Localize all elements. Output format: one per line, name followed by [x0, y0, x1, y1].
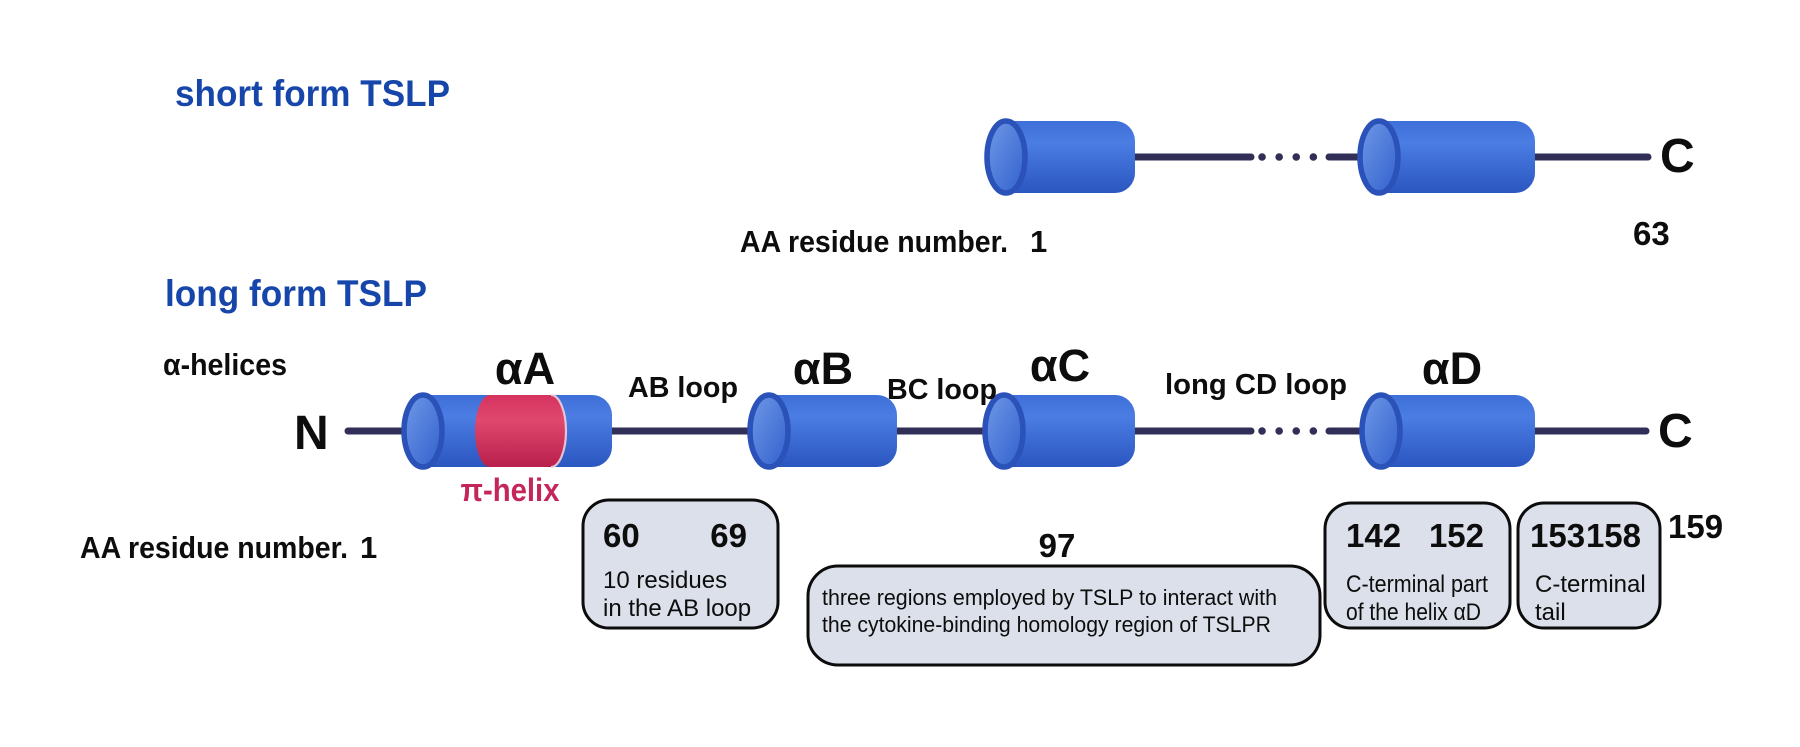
- annotation-text-line: tail: [1535, 599, 1566, 626]
- annotation-text-line: of the helix αD: [1346, 599, 1481, 626]
- helix-alpha-b-cylinder: [747, 392, 897, 470]
- long-form-end-residue-number: 159: [1668, 508, 1723, 545]
- pi-helix-label: π-helix: [461, 472, 560, 508]
- helix-cylinder-cap: [982, 392, 1026, 470]
- helix-cylinder-body: [1006, 121, 1135, 193]
- annotation-text-line: 10 residues: [603, 567, 727, 594]
- short-form-c-terminus-label: C: [1660, 130, 1695, 183]
- annotation-text-line: three regions employed by TSLP to intera…: [822, 585, 1277, 610]
- pi-helix-band: [475, 395, 566, 467]
- short-helix-1-cylinder: [984, 118, 1135, 196]
- helix-cylinder-cap: [1357, 118, 1401, 196]
- helix-d-end-residue: 152: [1429, 517, 1484, 554]
- long-form-section: long form TSLP α-helices N: [80, 273, 1723, 565]
- long-form-n-terminus-label: N: [294, 407, 329, 460]
- helix-cylinder-cap: [747, 392, 791, 470]
- short-form-end-residue-number: 63: [1633, 215, 1670, 252]
- helix-alpha-a-cylinder: [401, 392, 612, 470]
- interaction-annotation-box: 97 three regions employed by TSLP to int…: [806, 527, 1322, 667]
- helix-cylinder-body: [1004, 395, 1135, 467]
- short-form-title: short form TSLP: [175, 73, 450, 114]
- short-form-chain: [984, 118, 1652, 196]
- long-cd-loop-label: long CD loop: [1165, 369, 1347, 401]
- long-form-start-residue-number: 1: [360, 530, 377, 565]
- annotation-text-line: the cytokine-binding homology region of …: [822, 612, 1271, 637]
- short-form-section: short form TSLP C 63 AA residue number. …: [175, 73, 1695, 259]
- annotation-text-line: C-terminal part: [1346, 571, 1488, 598]
- annotation-text-line: C-terminal: [1535, 571, 1646, 598]
- short-form-residue-label: AA residue number.: [740, 224, 1008, 259]
- helix-cylinder-body: [1381, 395, 1535, 467]
- ab-loop-label: AB loop: [628, 372, 738, 404]
- helix-d-annotation-box: 142 152 C-terminal part of the helix αD: [1323, 501, 1512, 630]
- helix-alpha-c-cylinder: [982, 392, 1135, 470]
- annotation-box-outline: [1323, 501, 1512, 630]
- annotation-boxes: 60 69 10 residues in the AB loop 97 thre…: [581, 498, 1662, 667]
- helix-alpha-d-label: αD: [1422, 343, 1482, 394]
- ab-loop-annotation-box: 60 69 10 residues in the AB loop: [581, 498, 780, 630]
- long-form-title: long form TSLP: [165, 273, 427, 314]
- helix-alpha-c-label: αC: [1030, 340, 1090, 391]
- pi-helix-band-edge: [550, 393, 568, 469]
- annotation-text-line: in the AB loop: [603, 595, 751, 622]
- short-form-start-residue-number: 1: [1030, 224, 1047, 259]
- helix-cylinder-cap: [401, 392, 445, 470]
- helix-alpha-d-cylinder: [1359, 392, 1535, 470]
- helix-cylinder-body: [769, 395, 897, 467]
- tail-end-residue: 158: [1586, 517, 1641, 554]
- annotation-box-outline: [581, 498, 780, 630]
- long-form-residue-label: AA residue number.: [80, 530, 348, 565]
- helix-alpha-a-label: αA: [495, 343, 555, 394]
- ab-loop-start-residue: 60: [603, 517, 640, 554]
- bc-loop-label: BC loop: [887, 374, 997, 406]
- alpha-helices-label: α-helices: [163, 347, 287, 382]
- helix-cylinder-body: [1379, 121, 1535, 193]
- ab-loop-end-residue: 69: [710, 517, 747, 554]
- helix-cylinder-cap: [1359, 392, 1403, 470]
- long-form-chain: [344, 392, 1650, 470]
- c-terminal-tail-annotation-box: 153 158 C-terminal tail: [1516, 501, 1662, 630]
- helix-alpha-b-label: αB: [793, 343, 853, 394]
- annotation-box-outline: [806, 564, 1322, 667]
- helix-cylinder-cap: [984, 118, 1028, 196]
- helix-d-start-residue: 142: [1346, 517, 1401, 554]
- short-helix-2-cylinder: [1357, 118, 1535, 196]
- interaction-residue-number: 97: [1039, 527, 1076, 564]
- tail-start-residue: 153: [1530, 517, 1585, 554]
- long-form-c-terminus-label: C: [1658, 405, 1693, 458]
- annotation-box-outline: [1516, 501, 1662, 630]
